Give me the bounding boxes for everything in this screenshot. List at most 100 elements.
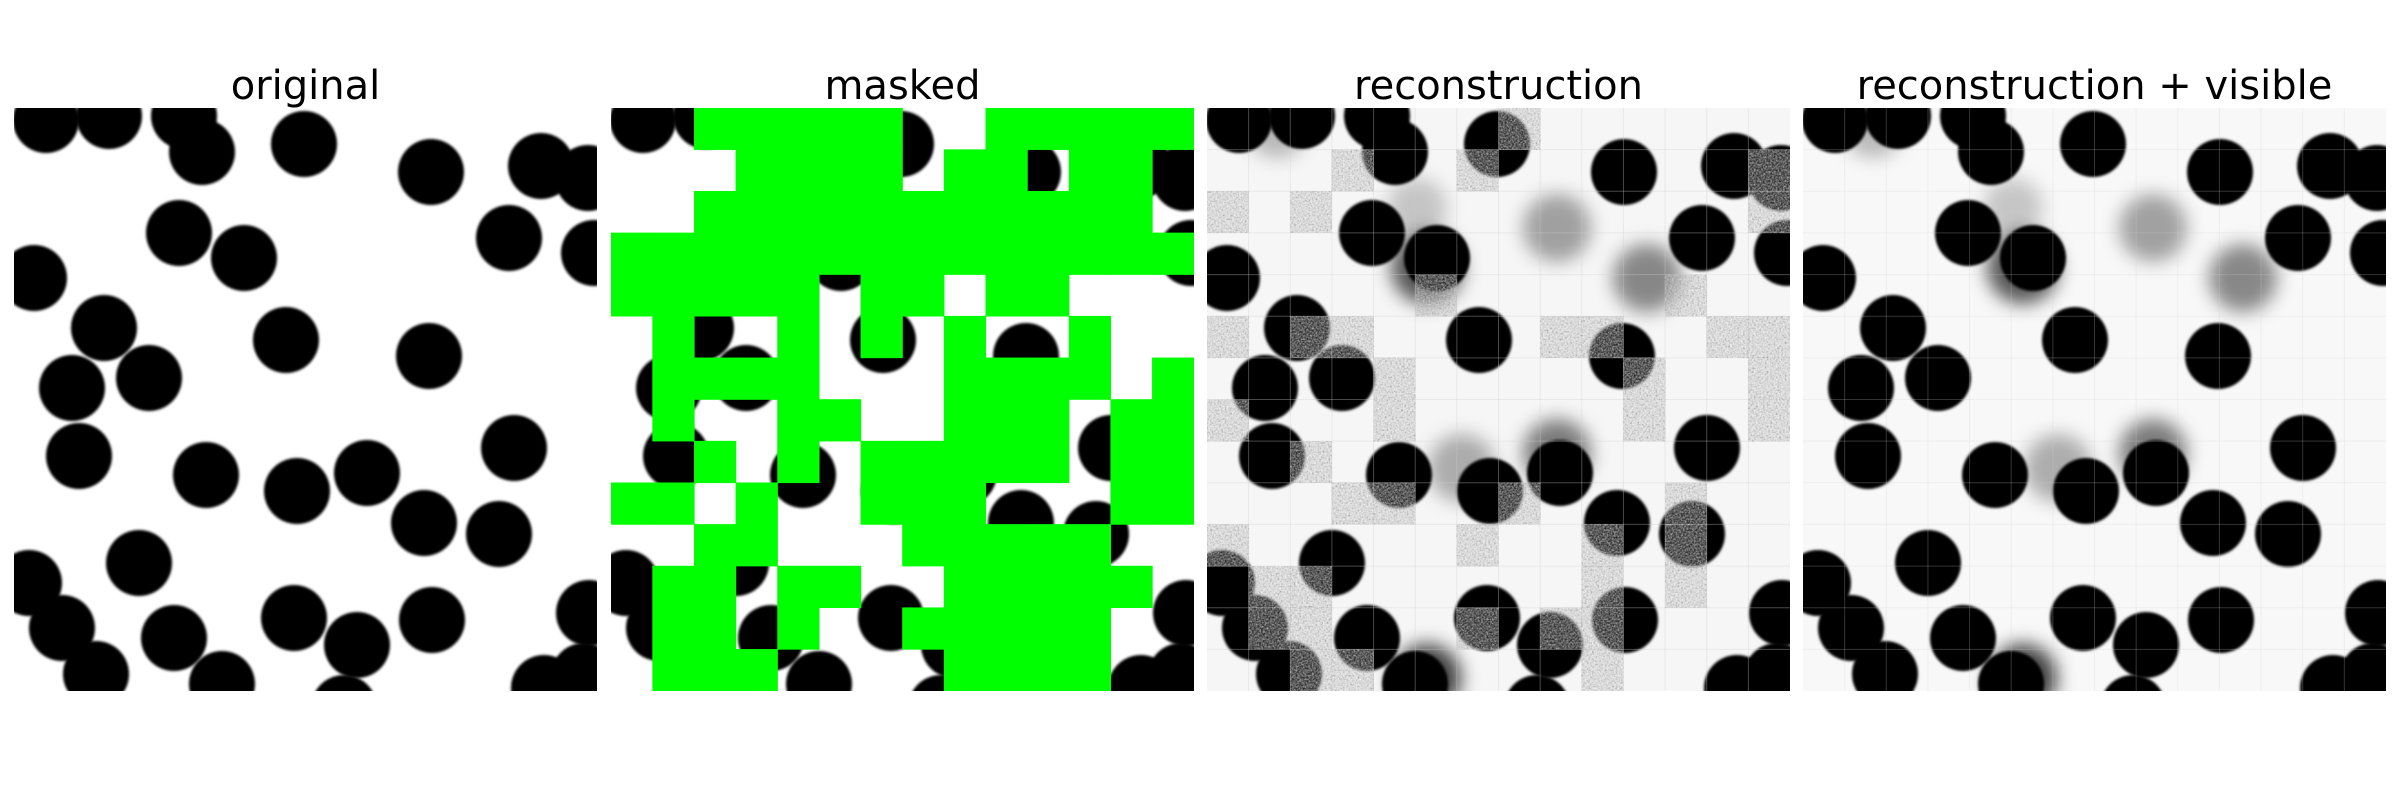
mask-patch — [735, 108, 778, 150]
mask-patch — [1110, 232, 1153, 275]
mask-patch — [735, 190, 778, 234]
mask-patch — [652, 399, 695, 442]
mask-patch — [693, 232, 737, 275]
mask-patch — [943, 607, 987, 650]
reconstruction-image — [1207, 108, 1790, 691]
masked-image — [611, 108, 1194, 691]
mask-patch — [902, 524, 945, 567]
mask-patch — [652, 232, 695, 275]
disc — [2104, 675, 2162, 691]
mask-patch — [943, 440, 987, 484]
disc — [1754, 220, 1790, 286]
noisy-patch — [1207, 316, 1249, 358]
disc — [556, 580, 597, 646]
mask-patch — [652, 274, 695, 317]
panel-title-masked: masked — [824, 63, 981, 109]
noisy-patch — [1748, 149, 1790, 192]
mask-patch — [693, 190, 737, 234]
disc — [14, 245, 67, 311]
blurred-disc — [1393, 644, 1461, 691]
mask-patch — [777, 149, 820, 192]
disc — [264, 458, 330, 524]
disc — [2113, 612, 2179, 678]
mask-patch — [777, 190, 820, 234]
disc — [39, 355, 105, 421]
disc — [2255, 501, 2321, 567]
mask-patch — [1152, 482, 1194, 525]
mask-patch — [860, 108, 903, 150]
disc — [1962, 442, 2028, 508]
noisy-patch — [1748, 316, 1790, 358]
mask-patch — [777, 274, 820, 317]
mask-patch — [860, 315, 903, 359]
disc — [1446, 307, 1512, 373]
disc — [106, 530, 172, 596]
mask-patch — [1068, 649, 1112, 691]
disc — [1153, 580, 1194, 646]
mask-patch — [985, 565, 1028, 609]
disc — [1704, 655, 1770, 691]
mask-patch — [818, 565, 862, 609]
mask-patch — [693, 524, 737, 567]
mask-patch — [943, 524, 987, 567]
mask-patch — [1068, 149, 1112, 192]
mask-patch — [818, 149, 862, 192]
noisy-patches — [1207, 108, 1790, 691]
mask-patch — [735, 357, 778, 400]
disc — [2350, 220, 2386, 286]
disc — [1828, 355, 1894, 421]
mask-patch — [943, 190, 987, 234]
mask-patch — [860, 482, 903, 525]
mask-patch — [735, 649, 778, 691]
panel-reconstruction-visible: reconstruction + visible — [1803, 0, 2386, 800]
mask-patch — [1110, 108, 1153, 150]
disc — [1674, 415, 1740, 481]
disc — [1930, 605, 1996, 671]
mask-patch — [943, 399, 987, 442]
mask-patch — [1110, 399, 1153, 442]
noisy-patch — [1456, 524, 1499, 567]
disc — [261, 585, 327, 651]
disc — [1895, 530, 1961, 596]
noisy-patch — [1706, 316, 1749, 358]
disc — [189, 651, 255, 691]
noisy-patch — [1623, 357, 1666, 400]
mask-patch — [1027, 274, 1070, 317]
noisy-patch — [1456, 149, 1499, 192]
disc — [1749, 580, 1790, 646]
mask-patch — [1068, 524, 1112, 567]
noisy-patch — [1290, 441, 1332, 483]
mask-patch — [652, 315, 695, 359]
mask-patch — [611, 274, 653, 317]
mask-patch — [693, 565, 737, 609]
disc — [1958, 119, 2024, 185]
mask-patch — [777, 607, 820, 650]
disc — [324, 612, 390, 678]
mask-patch — [652, 565, 695, 609]
noisy-patch — [1540, 316, 1582, 358]
mask-patch — [777, 399, 820, 442]
mask-patch — [1068, 565, 1112, 609]
mask-patch — [1152, 357, 1194, 400]
mask-patch — [1027, 399, 1070, 442]
disc — [146, 200, 212, 266]
mask-patch — [860, 232, 903, 275]
mask-patch — [1110, 149, 1153, 192]
disc — [399, 587, 465, 653]
disc — [786, 651, 852, 691]
mask-patch — [1110, 190, 1153, 234]
mask-patch — [735, 482, 778, 525]
disc — [1591, 139, 1657, 205]
disc — [611, 108, 676, 153]
disc — [1362, 119, 1428, 185]
noisy-patch — [1456, 607, 1499, 650]
mask-patch — [1068, 315, 1112, 359]
noisy-patch — [1331, 482, 1374, 525]
noisy-patch — [1748, 357, 1790, 400]
disc — [211, 225, 277, 291]
disc — [2265, 205, 2331, 271]
disc — [2042, 307, 2108, 373]
noisy-patch — [1290, 649, 1332, 691]
mask-patch — [1027, 190, 1070, 234]
disc — [1905, 345, 1971, 411]
